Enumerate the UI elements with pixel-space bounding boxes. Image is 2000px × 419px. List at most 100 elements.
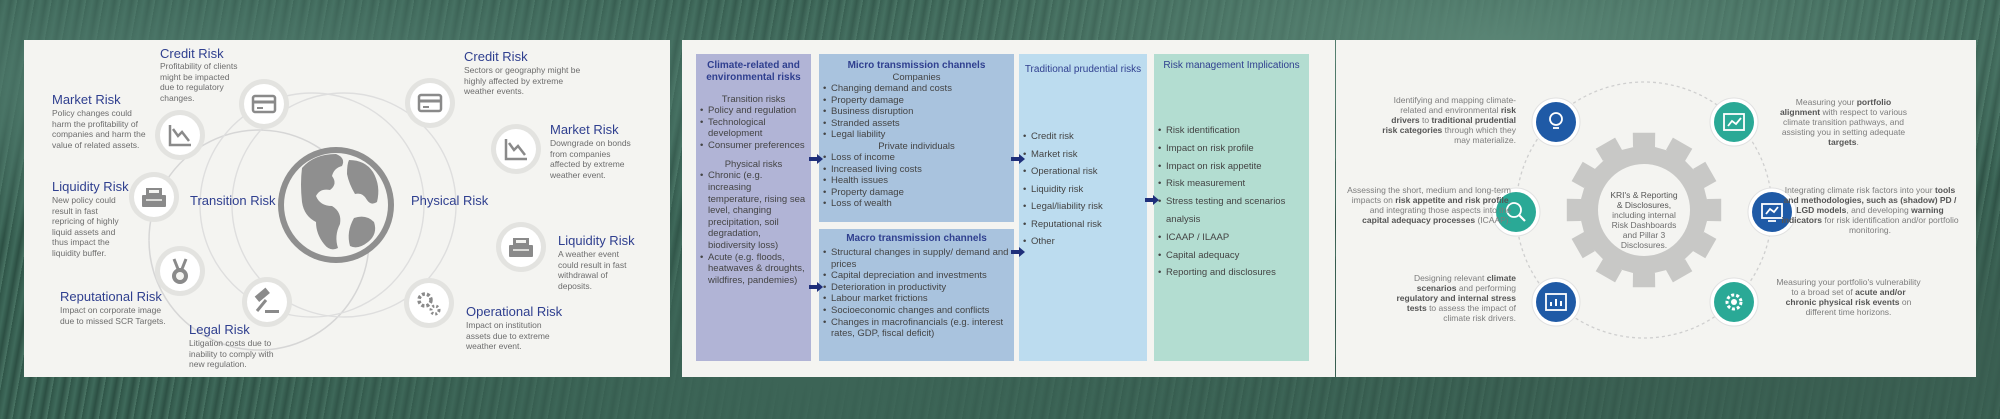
transition-credit-risk-desc: Profitability of clients might be impact… <box>160 61 238 103</box>
list-item: Business disruption <box>823 106 1010 118</box>
transmission-channels-panel: Climate-related and environmental risks … <box>682 40 1335 377</box>
service-portfolio-alignment-text: Measuring your portfolio alignment with … <box>1779 97 1908 147</box>
list-item: Reputational risk <box>1023 216 1143 234</box>
prudential-risks-list: Credit risk Market risk Operational risk… <box>1019 128 1147 251</box>
companies-list: Changing demand and costs Property damag… <box>819 83 1014 141</box>
list-item: Stranded assets <box>823 118 1010 130</box>
list-item: ICAAP / ILAAP <box>1158 229 1305 247</box>
prudential-risks-column: Traditional prudential risks Credit risk… <box>1019 54 1147 361</box>
list-item: Technological development <box>700 117 807 140</box>
service-risk-mapping-text: Identifying and mapping climate-related … <box>1382 95 1516 145</box>
physical-credit-risk-desc: Sectors or geography might be highly aff… <box>464 65 581 96</box>
transition-reputational-risk-desc: Impact on corporate image due to missed … <box>60 305 166 326</box>
macro-channels-column: Macro transmission channels Structural c… <box>819 229 1014 361</box>
private-individuals-subtitle: Private individuals <box>878 140 955 152</box>
list-item: Impact on risk appetite <box>1158 158 1305 176</box>
gavel-icon <box>242 277 292 327</box>
services-graphic <box>1515 81 1773 339</box>
list-item: Legal liability <box>823 129 1010 141</box>
list-item: Chronic (e.g. increasing temperature, ri… <box>700 170 807 251</box>
transition-risks-subtitle: Transition risks <box>721 94 786 105</box>
companies-subtitle: Companies <box>892 72 941 83</box>
service-stress-test-text: Designing relevant climate scenarios and… <box>1396 273 1516 323</box>
gear-center <box>1598 164 1690 256</box>
physical-risk-label: Physical Risk <box>411 193 489 208</box>
list-item: Capital adequacy <box>1158 247 1305 265</box>
transition-liquidity-risk-desc: New policy could result in fast repricin… <box>52 195 119 258</box>
list-item: Socioeconomic changes and conflicts <box>823 305 1010 317</box>
globe-icon <box>278 147 394 263</box>
physical-ring <box>231 92 457 318</box>
micro-channels-column: Micro transmission channels Companies Ch… <box>819 54 1014 222</box>
macro-channels-list: Structural changes in supply/ demand and… <box>819 247 1014 340</box>
gear-line: & Disclosures, <box>1616 200 1672 210</box>
service-risk-appetite-text: Assessing the short, medium and long-ter… <box>1347 185 1511 225</box>
list-item: Changing demand and costs <box>823 83 1010 95</box>
list-item: Loss of wealth <box>823 198 1010 210</box>
list-item: Stress testing and scenarios analysis <box>1158 193 1305 229</box>
prudential-risks-title: Traditional prudential risks <box>1024 64 1142 75</box>
list-item: Changes in macrofinancials (e.g. interes… <box>823 317 1010 340</box>
list-item: Deterioration in productivity <box>823 282 1010 294</box>
physical-market-risk-desc: Downgrade on bonds from companies affect… <box>550 138 631 180</box>
gear-line: and Pillar 3 <box>1622 230 1666 240</box>
physical-liquidity-risk-title: Liquidity Risk <box>558 233 635 248</box>
climate-services-panel: KRI's & Reporting & Disclosures, includi… <box>1336 40 1976 377</box>
list-item: Capital depreciation and investments <box>823 270 1010 282</box>
list-item: Property damage <box>823 95 1010 107</box>
risk-mgmt-list: Risk identification Impact on risk profi… <box>1154 122 1309 282</box>
climate-env-risks-title: Climate-related and environmental risks <box>706 60 801 83</box>
physical-operational-risk-title: Operational Risk <box>466 304 563 319</box>
list-item: Other <box>1023 233 1143 251</box>
list-item: Acute (e.g. floods, heatwaves & droughts… <box>700 252 807 287</box>
risk-icon-layer <box>129 78 546 328</box>
list-item: Market risk <box>1023 146 1143 164</box>
transition-risk-label: Transition Risk <box>190 193 276 208</box>
gear-center-text: KRI's & Reporting & Disclosures, includi… <box>1598 190 1690 250</box>
bar-chart-icon <box>1709 97 1759 147</box>
transition-market-risk-title: Market Risk <box>52 92 121 107</box>
arrow-right-icon <box>1011 154 1025 164</box>
physical-operational-risk-desc: Impact on institution assets due to extr… <box>466 320 550 351</box>
list-item: Loss of income <box>823 152 1010 164</box>
credit-card-icon <box>239 79 289 129</box>
list-item: Structural changes in supply/ demand and… <box>823 247 1010 270</box>
risk-mgmt-implications-title: Risk management Implications <box>1163 60 1300 71</box>
transition-legal-risk-title: Legal Risk <box>189 322 250 337</box>
monitor-chart-icon <box>1747 187 1797 237</box>
gear-line: Risk Dashboards <box>1611 220 1677 230</box>
gear-line: KRI's & Reporting <box>1610 190 1678 200</box>
gears-icon <box>404 278 454 328</box>
list-item: Policy and regulation <box>700 105 807 117</box>
transition-risks-list: Policy and regulation Technological deve… <box>696 105 811 151</box>
list-item: Operational risk <box>1023 163 1143 181</box>
physical-credit-risk-title: Credit Risk <box>464 49 528 64</box>
climate-risk-wheel-panel: Transition Risk Physical Risk Credit Ris… <box>24 40 670 377</box>
transition-reputational-risk-title: Reputational Risk <box>60 289 162 304</box>
settings-icon <box>1709 277 1759 327</box>
list-item: Credit risk <box>1023 128 1143 146</box>
service-icon-layer <box>1491 97 1797 327</box>
arrow-right-icon <box>1011 247 1025 257</box>
transition-credit-risk-title: Credit Risk <box>160 46 224 61</box>
list-item: Consumer preferences <box>700 140 807 152</box>
climate-env-risks-column: Climate-related and environmental risks … <box>696 54 811 361</box>
physical-liquidity-risk-desc: A weather event could result in fast wit… <box>558 249 627 291</box>
list-item: Legal/liability risk <box>1023 198 1143 216</box>
micro-channels-title: Micro transmission channels <box>847 60 986 71</box>
wheel-graphic <box>148 92 457 351</box>
list-item: Impact on risk profile <box>1158 140 1305 158</box>
cash-register-icon <box>496 222 546 272</box>
list-item: Liquidity risk <box>1023 181 1143 199</box>
transition-legal-risk-desc: Litigation costs due to inability to com… <box>189 338 274 369</box>
list-item: Property damage <box>823 187 1010 199</box>
arrow-right-icon <box>809 282 823 292</box>
arrow-right-icon <box>809 154 823 164</box>
list-item: Labour market frictions <box>823 293 1010 305</box>
transition-market-risk-desc: Policy changes could harm the profitabil… <box>52 108 146 150</box>
credit-card-icon <box>405 78 455 128</box>
dashboard-icon <box>1531 277 1581 327</box>
list-item: Increased living costs <box>823 164 1010 176</box>
private-individuals-list: Loss of income Increased living costs He… <box>819 152 1014 210</box>
medal-icon <box>155 246 205 296</box>
